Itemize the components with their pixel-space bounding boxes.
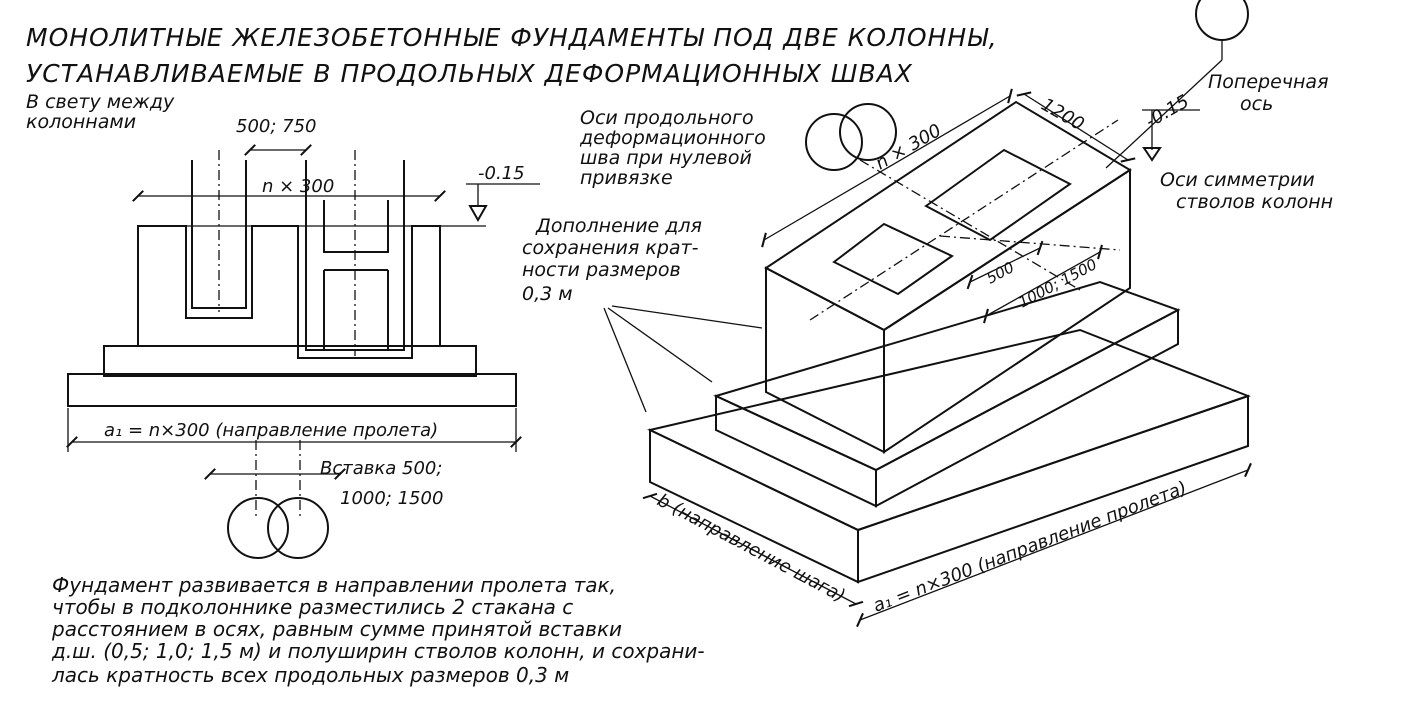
iso-pitch-dim: n × 300 xyxy=(872,120,945,174)
explanatory-note: Фундамент развивается в направлении прол… xyxy=(51,573,705,687)
iso-base-right xyxy=(857,394,1249,584)
iso-long-axes-2: деформационного xyxy=(579,127,766,149)
iso-pedestal-front xyxy=(765,266,885,454)
iso-cross-axis-circle xyxy=(1195,0,1249,41)
section-base-slab xyxy=(67,373,517,407)
section-h-letter xyxy=(323,200,389,350)
note-line-5: лась кратность всех продольных размеров … xyxy=(51,663,569,687)
iso-long-axes-1: Оси продольного xyxy=(580,107,754,129)
section-pitch-dim: n × 300 xyxy=(262,176,334,197)
iso-axis-circle-left xyxy=(805,113,863,171)
section-view: -0.15 500; 750 n × 300 a₁ = n×300 (напра… xyxy=(26,91,540,559)
section-clear-label-2: колоннами xyxy=(26,111,136,133)
isometric-view: 1200 n × 300 -0.15 Оси продольного дефор… xyxy=(522,0,1333,628)
section-length-dim: a₁ = n×300 (направление пролета) xyxy=(104,420,438,441)
iso-cross-axis-2: ось xyxy=(1240,93,1273,115)
iso-addition-4: 0,3 м xyxy=(522,283,573,305)
section-clear-label-1: В свету между xyxy=(26,91,175,113)
note-line-2: чтобы в подколоннике разместились 2 стак… xyxy=(52,595,573,619)
note-line-1: Фундамент развивается в направлении прол… xyxy=(52,573,616,597)
iso-dim-1000: 1000; 1500 xyxy=(1015,255,1100,311)
iso-axis-circle-right xyxy=(839,103,897,161)
iso-base-a-label: a₁ = n×300 (направление пролета) xyxy=(870,477,1190,616)
note-line-4: д.ш. (0,5; 1,0; 1,5 м) и полуширин ствол… xyxy=(51,639,705,663)
section-axis-circle-right xyxy=(267,497,329,559)
iso-step-right xyxy=(875,308,1179,508)
iso-step-front xyxy=(715,394,877,508)
iso-base-b-label: b (направление шага) xyxy=(654,490,849,607)
iso-socket-right xyxy=(924,148,1072,242)
section-insert-1: Вставка 500; xyxy=(320,458,442,479)
section-insert-2: 1000; 1500 xyxy=(340,488,443,509)
iso-level: -0.15 xyxy=(1142,91,1193,132)
iso-cross-axis-1: Поперечная xyxy=(1208,71,1329,93)
iso-pedestal-right xyxy=(883,168,1131,454)
title-line-1: МОНОЛИТНЫЕ ЖЕЛЕЗОБЕТОННЫЕ ФУНДАМЕНТЫ ПОД… xyxy=(26,23,998,52)
section-step xyxy=(103,345,477,377)
iso-long-axes-3: шва при нулевой xyxy=(580,147,752,169)
iso-sym-axes-1: Оси симметрии xyxy=(1160,169,1315,191)
iso-long-axes-4: привязке xyxy=(580,167,673,189)
section-column-left xyxy=(191,160,247,309)
section-pedestal xyxy=(137,225,441,359)
iso-addition-2: сохранения крат- xyxy=(522,237,699,259)
iso-socket-left xyxy=(832,222,954,296)
iso-addition-3: ности размеров xyxy=(522,259,681,281)
section-axis-circle-left xyxy=(227,497,289,559)
note-line-3: расстоянием в осях, равным сумме принято… xyxy=(51,617,622,641)
iso-sym-axes-2: стволов колонн xyxy=(1176,191,1333,213)
iso-step-top xyxy=(713,280,1181,472)
title-line-2: УСТАНАВЛИВАЕМЫЕ В ПРОДОЛЬНЫХ ДЕФОРМАЦИОН… xyxy=(26,59,913,88)
section-gap-dim: 500; 750 xyxy=(236,116,317,137)
iso-addition-1: Дополнение для xyxy=(535,215,702,237)
section-level: -0.15 xyxy=(478,163,525,184)
